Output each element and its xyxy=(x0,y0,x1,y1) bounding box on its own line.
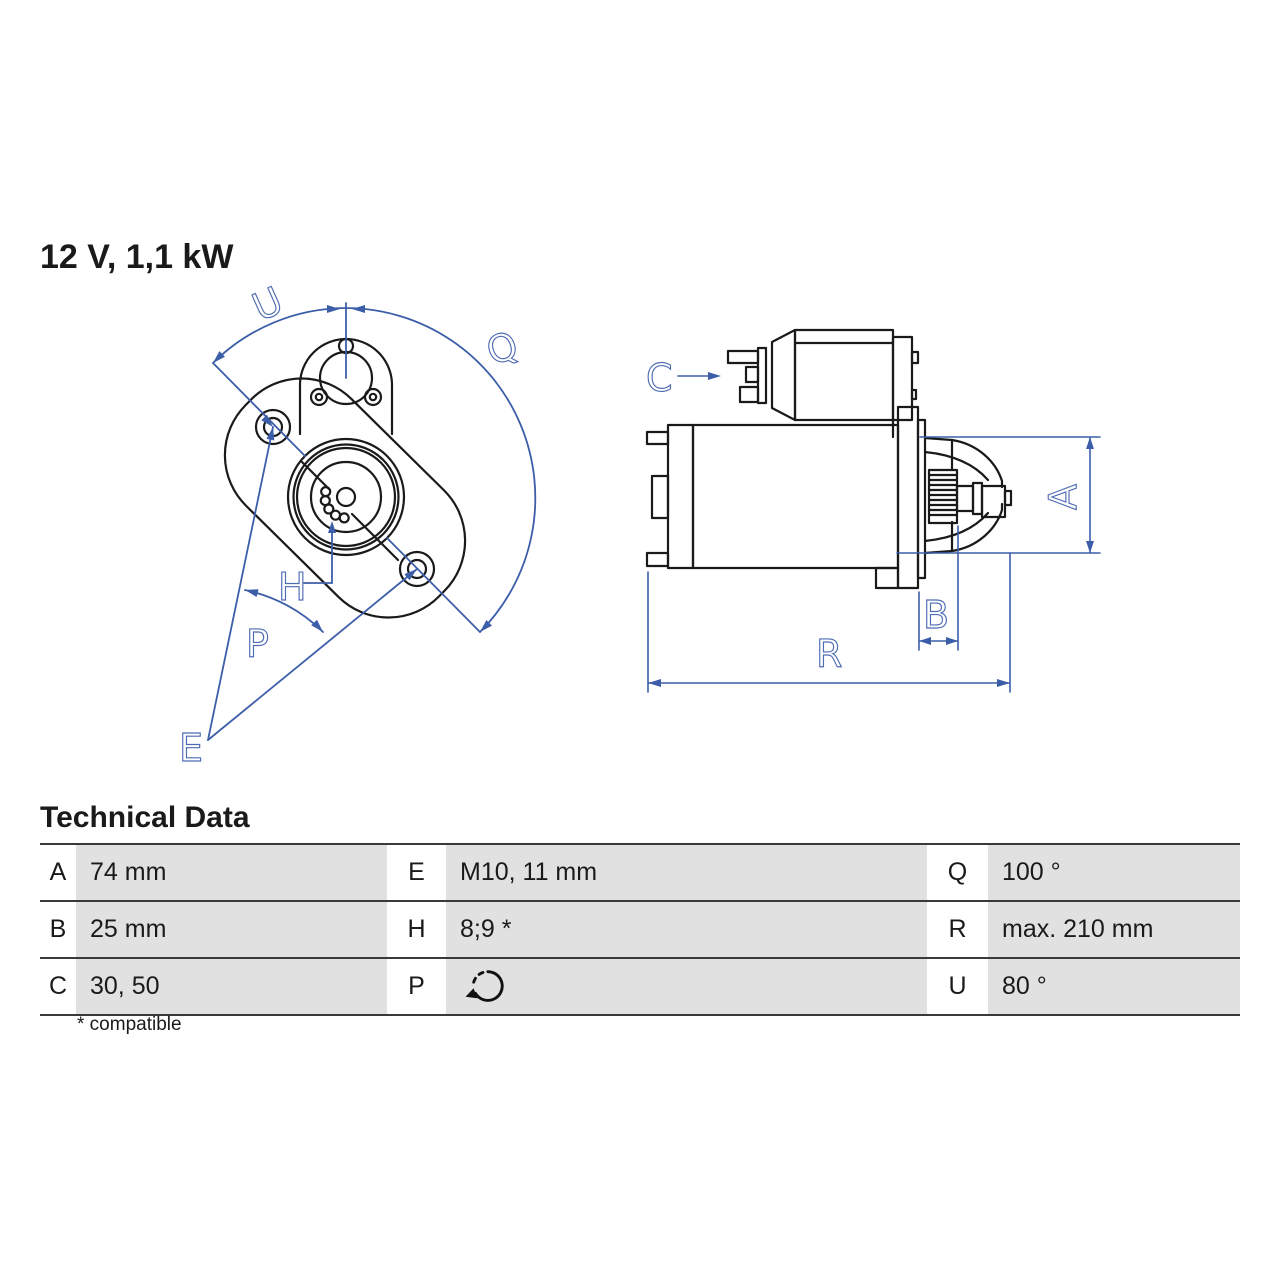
drive-end-housing xyxy=(923,436,1013,555)
motor-body xyxy=(691,423,900,570)
dim-label-C: C xyxy=(646,356,673,400)
starter-motor-drawing: U Q H P E xyxy=(178,278,1101,771)
pinion-spline-teeth xyxy=(319,486,350,524)
Q-measure-line xyxy=(386,537,481,633)
dim-label-P: P xyxy=(246,622,269,666)
param-key-Q: Q xyxy=(927,845,988,900)
param-key-R: R xyxy=(927,902,988,957)
param-value-H: 8;9 * xyxy=(446,902,927,957)
param-key-A: A xyxy=(40,845,76,900)
param-key-P: P xyxy=(387,959,446,1014)
dim-label-H: H xyxy=(278,565,307,609)
front-view: U Q H P E xyxy=(178,278,537,771)
param-value-U: 80 ° xyxy=(988,959,1240,1014)
E-pointer-line-1 xyxy=(207,426,274,741)
solenoid xyxy=(726,328,920,439)
side-view-dimensions xyxy=(647,372,1101,693)
dim-label-Q: Q xyxy=(481,322,524,374)
param-key-U: U xyxy=(927,959,988,1014)
terminal-stud-30 xyxy=(726,349,760,365)
front-view-dimensions xyxy=(207,302,537,741)
terminal-stud-50 xyxy=(738,385,760,404)
table-row: C 30, 50 P U 80 ° xyxy=(40,959,1240,1016)
param-value-P xyxy=(446,959,927,1014)
param-value-E: M10, 11 mm xyxy=(446,845,927,900)
dim-label-U: U xyxy=(246,278,289,330)
dim-label-E: E xyxy=(179,726,203,770)
side-view-labels: C A B R xyxy=(645,355,1085,676)
H-pointer-line xyxy=(303,523,333,584)
angle-arc-U-Q xyxy=(212,307,537,633)
param-value-C: 30, 50 xyxy=(76,959,387,1014)
A-dimension xyxy=(896,436,1101,554)
param-value-Q: 100 ° xyxy=(988,845,1240,900)
param-key-C: C xyxy=(40,959,76,1014)
table-row: B 25 mm H 8;9 * R max. 210 mm xyxy=(40,902,1240,959)
param-value-A: 74 mm xyxy=(76,845,387,900)
param-value-B: 25 mm xyxy=(76,902,387,957)
technical-data-heading: Technical Data xyxy=(40,801,250,834)
voltage-power-spec: 12 V, 1,1 kW xyxy=(40,238,234,276)
dim-label-R: R xyxy=(816,632,842,676)
param-key-E: E xyxy=(387,845,446,900)
table-row: A 74 mm E M10, 11 mm Q 100 ° xyxy=(40,845,1240,902)
technical-data-table: A 74 mm E M10, 11 mm Q 100 ° B 25 mm H 8… xyxy=(40,843,1240,1016)
param-value-R: max. 210 mm xyxy=(988,902,1240,957)
U-measure-line xyxy=(212,362,306,457)
mounting-plate xyxy=(896,405,920,590)
dim-label-A: A xyxy=(1041,484,1085,510)
E-pointer-line-2 xyxy=(207,568,418,741)
rotation-direction-icon xyxy=(465,969,504,1002)
param-key-B: B xyxy=(40,902,76,957)
side-view: C A B R xyxy=(645,328,1101,693)
hub-rings xyxy=(286,437,406,557)
param-key-H: H xyxy=(387,902,446,957)
compatibility-footnote: * compatible xyxy=(77,1014,182,1035)
R-dimension xyxy=(647,552,1011,693)
dim-label-B: B xyxy=(923,593,949,637)
